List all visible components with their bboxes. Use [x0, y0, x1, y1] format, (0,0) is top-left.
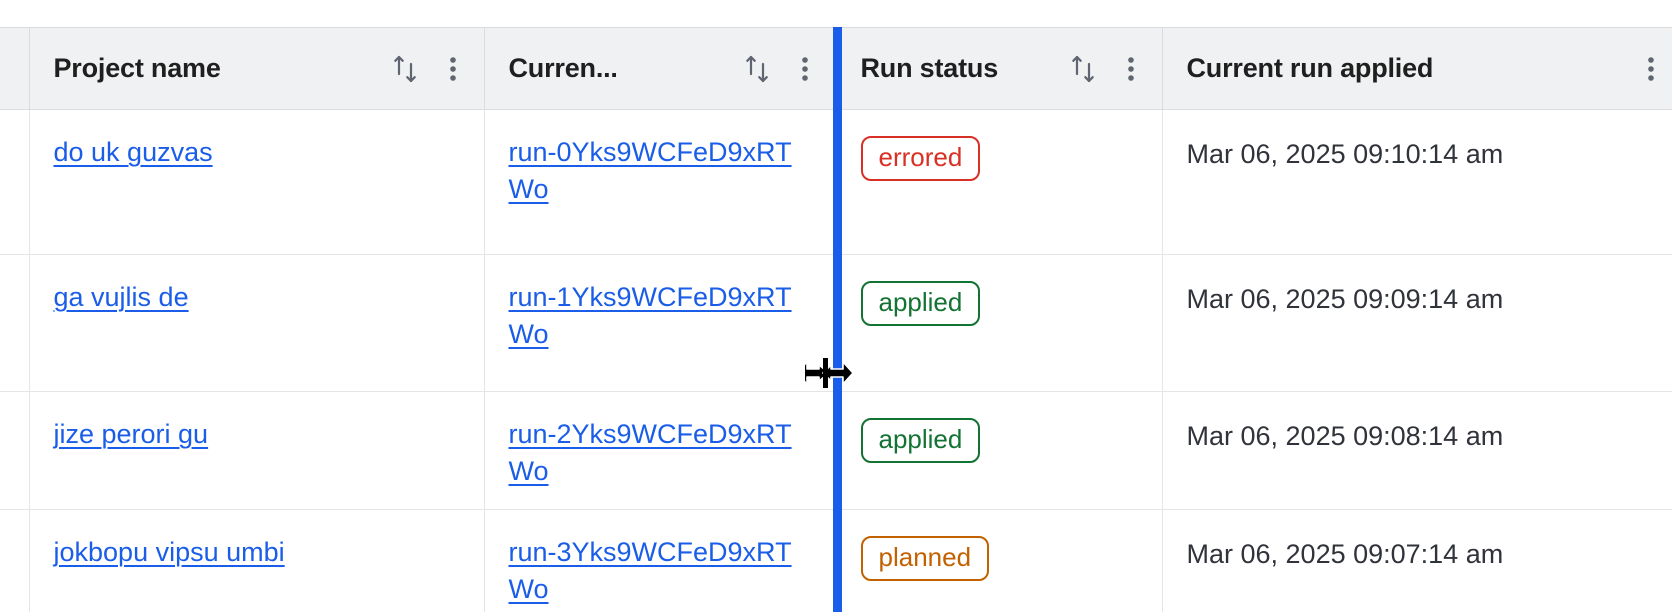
column-header-gutter [0, 27, 30, 110]
table-body: do uk guzvas run-0Yks9WCFeD9xRTWo errore… [0, 109, 1672, 612]
column-header-current-run[interactable]: Curren... [484, 27, 837, 110]
status-badge: errored [860, 136, 981, 181]
column-header-label-current-run-applied: Current run applied [1186, 53, 1434, 83]
cell-run-status: applied [836, 391, 1163, 510]
cell-project-name: do uk guzvas [29, 109, 485, 255]
kebab-menu-icon[interactable] [1638, 54, 1664, 84]
table-row: jokbopu vipsu umbi run-3Yks9WCFeD9xRTWo … [0, 509, 1672, 612]
column-header-label-run-status: Run status [860, 53, 999, 83]
cell-current-run: run-2Yks9WCFeD9xRTWo [484, 391, 837, 510]
cell-run-status: planned [836, 509, 1163, 612]
kebab-menu-icon[interactable] [1118, 54, 1144, 84]
projects-table: Project name [0, 27, 1672, 612]
table-row: ga vujlis de run-1Yks9WCFeD9xRTWo applie… [0, 254, 1672, 392]
applied-timestamp: Mar 06, 2025 09:07:14 am [1186, 539, 1504, 569]
project-name-link[interactable]: do uk guzvas [53, 137, 213, 167]
row-gutter-cell [0, 391, 30, 510]
sort-arrows-icon[interactable] [390, 52, 420, 86]
column-header-current-run-applied[interactable]: Current run applied [1162, 27, 1672, 110]
table-header: Project name [0, 27, 1672, 110]
cell-current-run-applied: Mar 06, 2025 09:09:14 am [1162, 254, 1672, 392]
project-name-link[interactable]: jize perori gu [53, 419, 209, 449]
cell-project-name: jize perori gu [29, 391, 485, 510]
row-gutter-cell [0, 509, 30, 612]
status-badge: applied [860, 418, 981, 463]
table-header-row: Project name [0, 27, 1672, 110]
cell-project-name: ga vujlis de [29, 254, 485, 392]
current-run-link[interactable]: run-2Yks9WCFeD9xRTWo [508, 419, 792, 487]
cell-current-run: run-3Yks9WCFeD9xRTWo [484, 509, 837, 612]
column-header-label-current-run: Curren... [508, 53, 618, 83]
column-header-project-name[interactable]: Project name [29, 27, 485, 110]
cell-current-run-applied: Mar 06, 2025 09:10:14 am [1162, 109, 1672, 255]
cell-current-run: run-1Yks9WCFeD9xRTWo [484, 254, 837, 392]
cell-current-run: run-0Yks9WCFeD9xRTWo [484, 109, 837, 255]
current-run-link[interactable]: run-3Yks9WCFeD9xRTWo [508, 537, 792, 605]
cell-run-status: applied [836, 254, 1163, 392]
applied-timestamp: Mar 06, 2025 09:09:14 am [1186, 284, 1504, 314]
row-gutter-cell [0, 254, 30, 392]
table-row: jize perori gu run-2Yks9WCFeD9xRTWo appl… [0, 391, 1672, 510]
project-name-link[interactable]: ga vujlis de [53, 282, 189, 312]
row-gutter-cell [0, 109, 30, 255]
sort-arrows-icon[interactable] [1068, 52, 1098, 86]
column-header-label-project-name: Project name [53, 53, 221, 83]
status-badge: applied [860, 281, 981, 326]
cell-run-status: errored [836, 109, 1163, 255]
project-name-link[interactable]: jokbopu vipsu umbi [53, 537, 285, 567]
applied-timestamp: Mar 06, 2025 09:10:14 am [1186, 139, 1504, 169]
status-badge: planned [860, 536, 990, 581]
kebab-menu-icon[interactable] [440, 54, 466, 84]
current-run-link[interactable]: run-0Yks9WCFeD9xRTWo [508, 137, 792, 205]
column-resize-guide[interactable] [833, 27, 842, 612]
column-header-run-status[interactable]: Run status [836, 27, 1163, 110]
cell-current-run-applied: Mar 06, 2025 09:08:14 am [1162, 391, 1672, 510]
cell-current-run-applied: Mar 06, 2025 09:07:14 am [1162, 509, 1672, 612]
sort-arrows-icon[interactable] [742, 52, 772, 86]
cell-project-name: jokbopu vipsu umbi [29, 509, 485, 612]
table-row: do uk guzvas run-0Yks9WCFeD9xRTWo errore… [0, 109, 1672, 255]
applied-timestamp: Mar 06, 2025 09:08:14 am [1186, 421, 1504, 451]
kebab-menu-icon[interactable] [792, 54, 818, 84]
current-run-link[interactable]: run-1Yks9WCFeD9xRTWo [508, 282, 792, 350]
projects-table-container: Project name [0, 27, 1672, 612]
